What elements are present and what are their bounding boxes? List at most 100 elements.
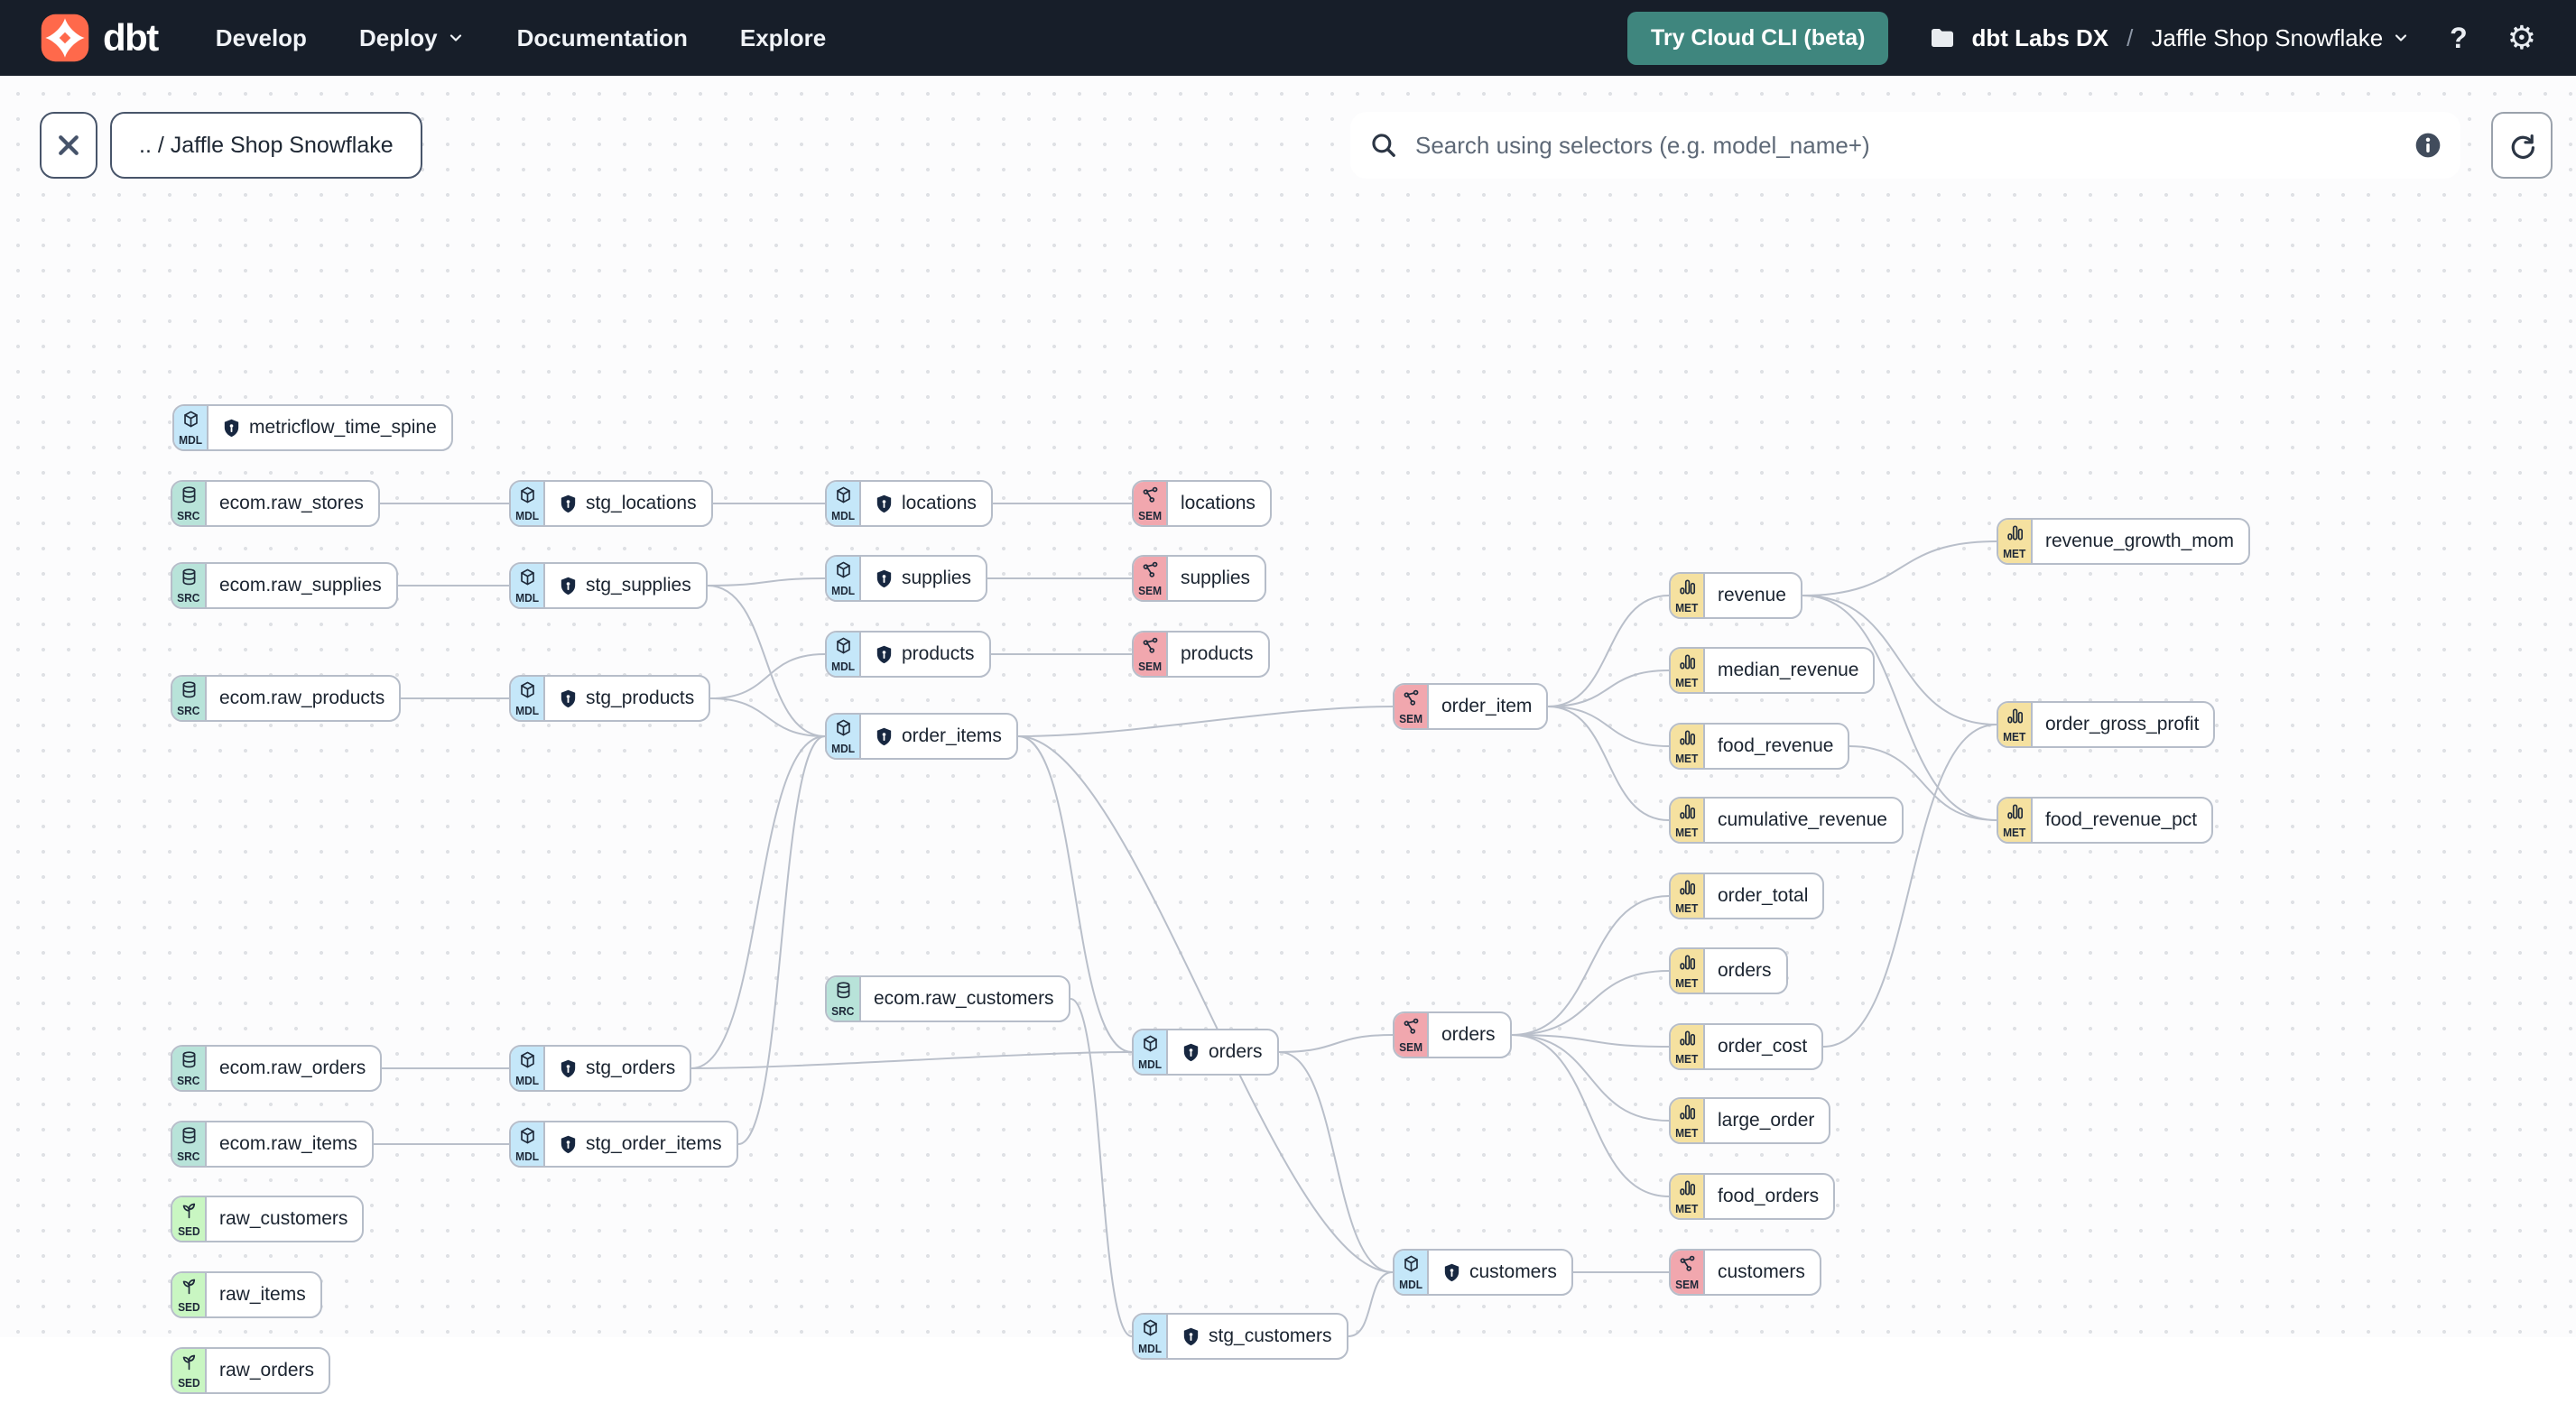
sed-badge: SED [172,1273,207,1316]
bar-chart-icon [2006,706,2025,730]
cube-icon [834,718,853,742]
refresh-icon [2511,134,2534,159]
database-icon [180,1126,199,1150]
node-label: stg_customers [1168,1315,1347,1358]
close-lineage-button[interactable] [40,112,97,179]
node-label: revenue_growth_mom [2045,531,2234,551]
mdl-badge: MDL [827,715,861,758]
mdl-badge: MDL [1395,1251,1429,1294]
node-label: ecom.raw_supplies [219,575,382,596]
shield-icon [1444,1263,1459,1281]
search-icon [1372,134,1395,157]
node-locations[interactable]: SEM locations [1132,480,1272,527]
lineage-breadcrumb[interactable]: .. / Jaffle Shop Snowflake [110,112,422,179]
bar-chart-icon [2006,523,2025,547]
node-label: order_total [1718,885,1809,906]
account-name[interactable]: dbt Labs DX [1971,23,2109,51]
node-label: stg_products [545,677,709,720]
bar-chart-icon [1678,1178,1697,1202]
cube-icon [834,485,853,509]
node-label: products [861,633,989,676]
node-label: raw_orders [219,1360,315,1381]
shield-icon [224,419,239,437]
refresh-button[interactable] [2491,112,2553,179]
bar-chart-icon [1678,577,1697,601]
lineage-breadcrumb-label: .. / Jaffle Shop Snowflake [139,132,394,158]
nav-item-develop[interactable]: Develop [215,23,307,51]
mdl-badge: MDL [511,1122,545,1166]
node-label: stg_order_items [545,1122,737,1166]
node-label: stg_supplies [545,564,706,607]
dbt-logo[interactable]: dbt [40,13,159,63]
graph-icon [1141,636,1160,660]
nav-item-documentation[interactable]: Documentation [516,23,688,51]
help-icon[interactable]: ? [2450,21,2468,54]
node-label: ecom.raw_orders [219,1057,366,1078]
node-label: food_revenue [1718,735,1834,756]
gear-icon[interactable]: ⚙ [2507,19,2536,56]
node-label: order_cost [1718,1036,1808,1057]
shield-icon [876,727,892,745]
try-cloud-cli-button[interactable]: Try Cloud CLI (beta) [1626,11,1889,65]
bar-chart-icon [1678,953,1697,976]
shield-icon [561,689,576,707]
mdl-badge: MDL [1134,1030,1168,1074]
node-label: metricflow_time_spine [208,406,451,449]
dbt-logo-text: dbt [103,16,159,59]
sem-badge: SEM [1134,482,1168,525]
cube-icon [1141,1318,1160,1342]
cube-icon [834,636,853,660]
nav-item-deploy[interactable]: Deploy [359,24,465,52]
sed-badge: SED [172,1197,207,1241]
project-selector[interactable]: Jaffle Shop Snowflake [2151,24,2410,52]
nav-item-explore[interactable]: Explore [739,23,827,51]
node-label: locations [1181,493,1256,513]
info-icon[interactable] [2414,131,2442,160]
bar-chart-icon [1678,652,1697,676]
cube-icon [518,485,537,509]
met-badge: MET [1998,799,2033,842]
search-input[interactable] [1413,130,2399,161]
